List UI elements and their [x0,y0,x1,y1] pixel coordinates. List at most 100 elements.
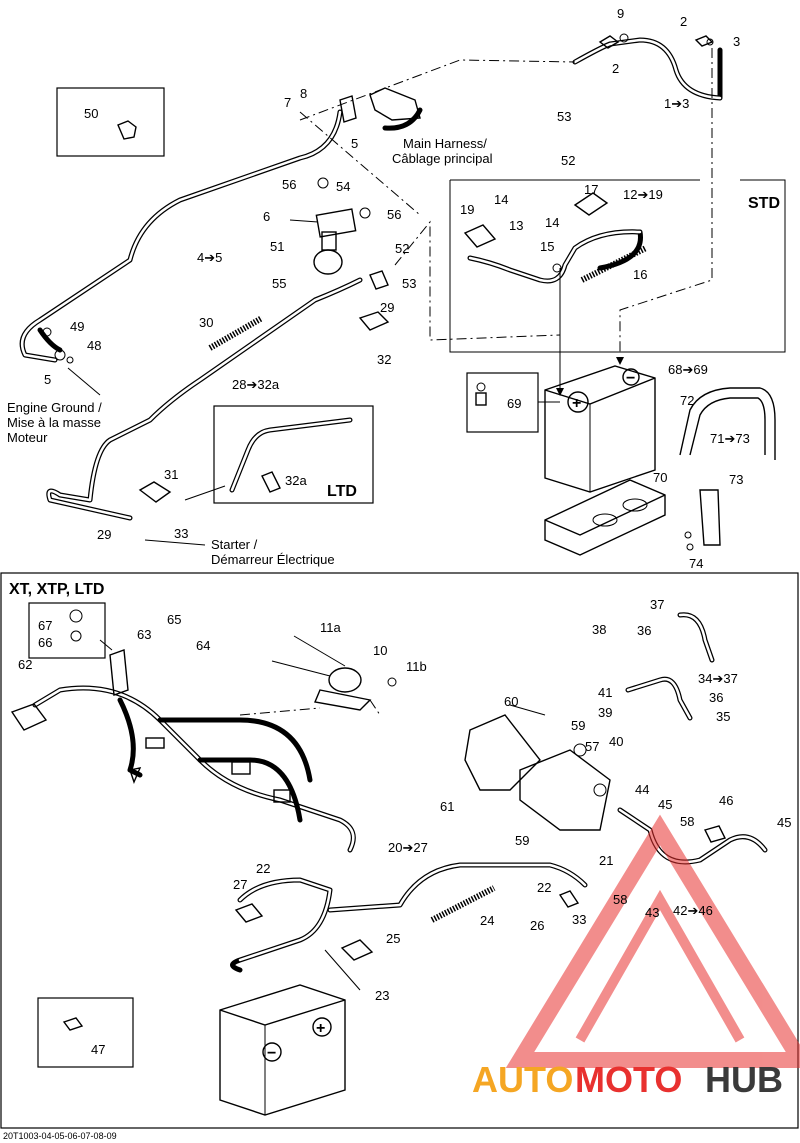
callout-58: 58 [680,814,694,829]
callout-32: 32 [377,352,391,367]
callout-36: 36 [637,623,651,638]
battery-tray-70 [544,479,666,556]
callout-74: 74 [689,556,703,571]
battery-std: + − [544,365,656,493]
callout-10: 10 [373,643,387,658]
ltd-cable [229,417,353,493]
callout-63: 63 [137,627,151,642]
kit-box-50 [56,87,165,157]
callout-12-19: 12➔19 [623,187,663,202]
ground-cable-4-5 [19,109,343,363]
callout-40: 40 [609,734,623,749]
callout-28-32a: 28➔32a [232,377,280,392]
callout-37: 37 [650,597,664,612]
callout-52b: 52 [395,241,409,256]
callout-5b: 5 [44,372,51,387]
watermark-moto: MOTO [575,1059,682,1100]
callout-20-27: 20➔27 [388,840,428,855]
callout-62: 62 [18,657,32,672]
callout-32a: 32a [285,473,307,488]
solenoid-51 [289,177,371,275]
callout-7: 7 [284,95,291,110]
callout-53: 53 [557,109,571,124]
kit-box-47 [37,997,134,1068]
callout-55: 55 [272,276,286,291]
callout-2: 2 [680,14,687,29]
callout-70: 70 [653,470,667,485]
callout-36b: 36 [709,690,723,705]
main-harness-label-1: Main Harness/ [403,136,487,151]
battery-xt: + − [219,984,346,1116]
callout-45b: 45 [777,815,791,830]
callout-8: 8 [300,86,307,101]
callout-60: 60 [504,694,518,709]
starter-cable-28-32a [46,270,390,521]
callout-17: 17 [584,182,598,197]
callout-41: 41 [598,685,612,700]
callout-29: 29 [380,300,394,315]
callout-27: 27 [233,877,247,892]
callout-15: 15 [540,239,554,254]
std-label: STD [748,195,780,212]
callout-25: 25 [386,931,400,946]
callout-72: 72 [680,393,694,408]
callout-13: 13 [509,218,523,233]
callout-5: 5 [351,136,358,151]
std-frame [449,179,786,353]
callout-labels: 9 2 3 2 1➔3 8 7 5 50 53 52 56 54 6 56 51… [18,6,791,1057]
callout-11a: 11a [320,620,341,635]
main-harness-label-2: Câblage principal [392,151,493,166]
callout-31: 31 [164,467,178,482]
battery-plus-label: + [572,395,581,412]
callout-46: 46 [719,793,733,808]
callout-56b: 56 [387,207,401,222]
callout-52: 52 [561,153,575,168]
watermark-hub: HUB [705,1059,783,1100]
battery-xt-minus: − [267,1045,276,1062]
callout-1-3: 1➔3 [664,96,689,111]
callout-73: 73 [729,472,743,487]
callout-71-73: 71➔73 [710,431,750,446]
footer-code: 20T1003-04-05-06-07-08-09 [3,1131,117,1141]
callout-16: 16 [633,267,647,282]
callout-14: 14 [494,192,508,207]
battery-xt-plus: + [316,1020,325,1037]
callout-66: 66 [38,635,52,650]
callout-51: 51 [270,239,284,254]
callout-14b: 14 [545,215,559,230]
callout-3: 3 [733,34,740,49]
callout-59b: 59 [515,833,529,848]
callout-57: 57 [585,739,599,754]
bracket-73 [684,489,721,551]
callout-65: 65 [167,612,181,627]
battery-cable-1-3 [572,33,723,101]
battery-minus-label: − [626,370,635,387]
callout-11b: 11b [406,659,427,674]
kit-box-69 [466,372,539,433]
callout-19: 19 [460,202,474,217]
callout-23: 23 [375,988,389,1003]
callout-21: 21 [599,853,613,868]
callout-22: 22 [256,861,270,876]
watermark-auto: AUTO [472,1059,573,1100]
callout-35: 35 [716,709,730,724]
xt-section-label: XT, XTP, LTD [9,581,104,598]
callout-33: 33 [174,526,188,541]
callout-61: 61 [440,799,454,814]
engine-ground-label-3: Moteur [7,430,48,445]
callout-42-46: 42➔46 [673,903,713,918]
callout-56: 56 [282,177,296,192]
callout-64: 64 [196,638,210,653]
callout-48: 48 [87,338,101,353]
engine-ground-label-1: Engine Ground / [7,400,102,415]
callout-69: 69 [507,396,521,411]
callout-38: 38 [592,622,606,637]
callout-45: 45 [658,797,672,812]
std-cable-12-19 [463,192,643,284]
callout-39: 39 [598,705,612,720]
callout-44: 44 [635,782,649,797]
callout-50: 50 [84,106,98,121]
callout-47: 47 [91,1042,105,1057]
callout-24: 24 [480,913,494,928]
